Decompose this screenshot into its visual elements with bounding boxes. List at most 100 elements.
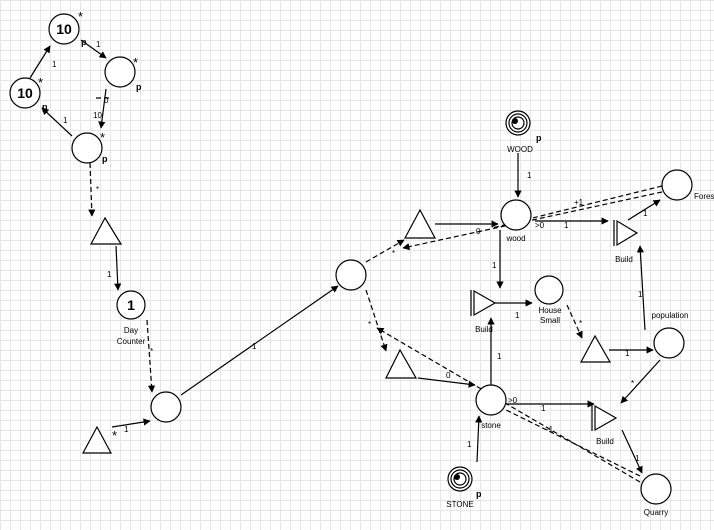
svg-text:Build: Build xyxy=(615,255,633,264)
edge-forest-to-triangle-wood[interactable] xyxy=(402,191,663,251)
wood-pool-node[interactable]: wood xyxy=(500,199,532,243)
svg-text:*: * xyxy=(133,55,138,70)
edge-label: 1 xyxy=(467,440,472,449)
house-small-node[interactable]: House Small xyxy=(534,275,564,325)
edge-label: 1 xyxy=(564,221,569,230)
edge-stone-source-to-stone[interactable] xyxy=(475,415,483,463)
edge-house-to-triangle-pop[interactable] xyxy=(566,304,583,339)
edge-counter10-left-to-counter10-top[interactable] xyxy=(29,45,51,79)
edge-population-to-build-top[interactable] xyxy=(636,245,646,331)
svg-text:10: 10 xyxy=(17,85,33,101)
loop-right-node[interactable]: * p xyxy=(104,55,142,92)
edge-label: 1 xyxy=(635,454,640,463)
build-mid-converter[interactable]: Build xyxy=(470,289,497,334)
edge-loop-bottom-to-triangle[interactable] xyxy=(88,162,96,217)
triangle-star-node[interactable]: * xyxy=(81,425,117,454)
svg-text:*: * xyxy=(100,130,105,145)
edge-label: 1 xyxy=(124,425,129,434)
loop-bottom-node[interactable]: * p xyxy=(71,130,108,164)
center-node[interactable] xyxy=(335,259,367,291)
edge-counter10-to-loop-right[interactable] xyxy=(80,39,107,59)
edge-label: 0 xyxy=(104,96,109,105)
edge-label: 1 xyxy=(497,352,502,361)
build-bottom-converter[interactable]: Build xyxy=(591,404,618,446)
edge-center-to-triangle-stone[interactable] xyxy=(365,289,388,352)
edge-loop-bottom-to-counter10-left[interactable] xyxy=(41,107,73,137)
hub-node[interactable] xyxy=(150,391,182,423)
svg-text:Counter: Counter xyxy=(117,337,146,346)
edge-label: 1 xyxy=(107,270,112,279)
edge-label: 1 xyxy=(96,40,101,49)
edge-label: * xyxy=(96,185,99,194)
edge-triangle-star-to-hub[interactable] xyxy=(111,418,151,428)
edge-label: 1 xyxy=(643,209,648,218)
edge-triangle-to-stone[interactable] xyxy=(417,377,476,388)
svg-text:p: p xyxy=(102,154,108,164)
svg-text:p: p xyxy=(42,102,48,112)
edge-label: 1 xyxy=(541,404,546,413)
edge-hub-to-center[interactable] xyxy=(180,285,339,396)
svg-text:Build: Build xyxy=(596,437,614,446)
edge-label: 1 xyxy=(52,60,57,69)
svg-text:Fores: Fores xyxy=(694,192,714,201)
wood-source-node[interactable]: p WOOD xyxy=(505,110,542,154)
edge-build-bottom-to-quarry[interactable] xyxy=(621,429,643,474)
svg-text:STONE: STONE xyxy=(446,500,473,509)
edge-labels: 1 1 1 10 0 * 1 * 1 1 * * 0 1 >0 1 +1 1 1… xyxy=(52,40,648,463)
svg-text:House: House xyxy=(538,306,562,315)
svg-text:*: * xyxy=(78,9,83,24)
edge-label: +1 xyxy=(574,198,584,207)
svg-text:population: population xyxy=(652,311,689,320)
edge-label: >0 xyxy=(535,221,545,230)
quarry-node[interactable]: Quarry xyxy=(640,473,672,517)
stone-source-node[interactable]: p STONE xyxy=(446,466,482,509)
edge-label: * xyxy=(368,320,371,329)
edge-label: * xyxy=(150,347,153,356)
gate-triangle-wood[interactable] xyxy=(403,208,437,239)
build-top-converter[interactable]: Build xyxy=(613,219,639,264)
day-counter-node[interactable]: 1 Day Counter xyxy=(116,290,146,346)
edge-day-counter-to-hub[interactable] xyxy=(146,319,156,393)
edge-label: 1 xyxy=(515,311,520,320)
gate-triangle-left[interactable] xyxy=(89,216,123,245)
edge-label: >0 xyxy=(508,396,518,405)
svg-text:Day: Day xyxy=(124,326,138,335)
gate-triangle-stone[interactable] xyxy=(385,348,418,379)
counter-top-node[interactable]: 10 * p xyxy=(48,9,87,47)
edge-label: * xyxy=(631,379,634,388)
edge-label: 1 xyxy=(63,116,68,125)
svg-text:*: * xyxy=(112,428,117,443)
svg-text:p: p xyxy=(81,37,87,47)
svg-text:Build: Build xyxy=(475,325,493,334)
svg-text:10: 10 xyxy=(56,21,72,37)
svg-text:stone: stone xyxy=(481,421,501,430)
svg-text:1: 1 xyxy=(127,297,135,313)
edge-center-to-triangle-wood[interactable] xyxy=(365,239,405,263)
edge-loop-right-to-loop-bottom[interactable] xyxy=(98,88,107,129)
edge-label: * xyxy=(579,319,582,328)
edge-label: 1 xyxy=(638,290,643,299)
edge-label: 1 xyxy=(252,342,257,351)
svg-text:Small: Small xyxy=(540,316,560,325)
gate-triangle-population[interactable] xyxy=(579,334,612,363)
edge-quarry-to-stone xyxy=(495,404,641,477)
svg-text:*: * xyxy=(38,75,43,90)
svg-text:WOOD: WOOD xyxy=(507,145,533,154)
svg-text:p: p xyxy=(476,489,482,499)
edge-label: 1 xyxy=(492,261,497,270)
population-node[interactable]: population xyxy=(652,311,689,359)
stone-pool-node[interactable]: stone xyxy=(475,384,507,430)
edges xyxy=(29,39,663,483)
forest-node[interactable]: Fores xyxy=(661,169,714,201)
edge-label: 0 xyxy=(476,227,481,236)
svg-text:p: p xyxy=(136,82,142,92)
edge-label: * xyxy=(392,249,395,258)
counter-left-node[interactable]: 10 * p xyxy=(9,75,48,112)
edge-label: -1 xyxy=(546,425,554,434)
edge-quarry-to-triangle-stone[interactable] xyxy=(376,327,641,483)
edge-build-top-to-forest[interactable] xyxy=(627,199,661,221)
edge-label: 1 xyxy=(527,171,532,180)
edge-population-to-build-bottom[interactable] xyxy=(620,359,661,404)
edge-triangle-to-day-counter[interactable] xyxy=(114,245,122,291)
